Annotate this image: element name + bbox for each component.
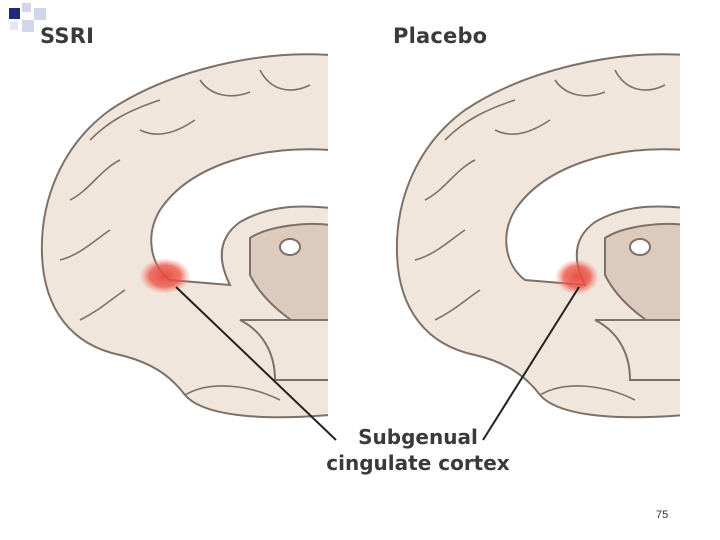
subgenual-highlight-left [139, 258, 191, 294]
panel-title-placebo: Placebo [393, 24, 488, 48]
subgenual-highlight-right [555, 259, 599, 295]
thalamus-right [604, 222, 680, 340]
thalamus-left [249, 222, 328, 341]
page-number: 75 [656, 509, 669, 521]
label-subgenual: Subgenual [358, 425, 478, 449]
pointer-line-left [175, 286, 337, 441]
corner-decoration [9, 3, 46, 32]
label-cingulate-cortex: cingulate cortex [326, 451, 510, 475]
panel-title-ssri: SSRI [40, 24, 95, 48]
corpus-callosum-right [505, 148, 680, 287]
brain-ssri [40, 53, 328, 419]
brain-placebo [395, 53, 680, 419]
pointer-line-right [482, 286, 580, 441]
